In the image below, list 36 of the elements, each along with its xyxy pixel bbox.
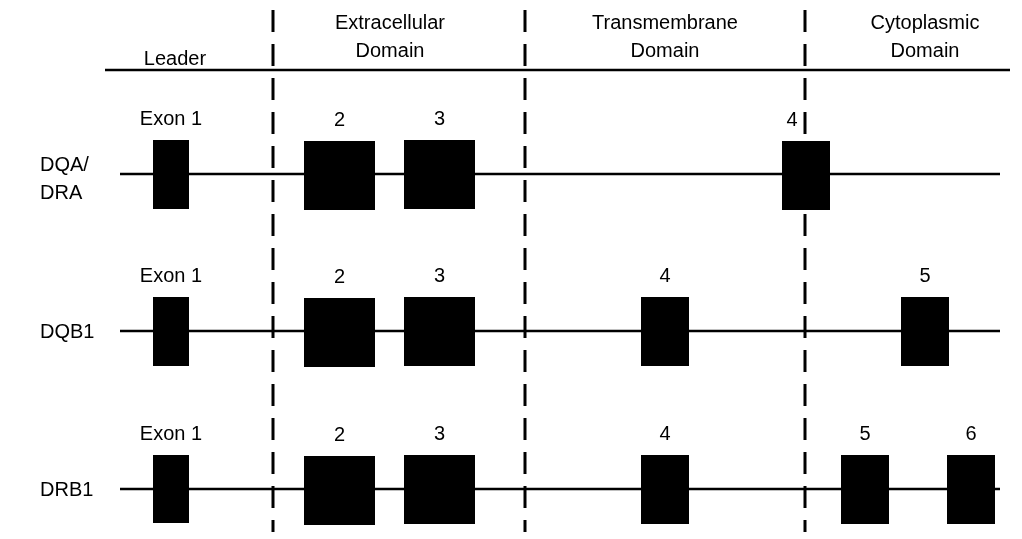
exon-box — [841, 455, 889, 524]
exon-box — [947, 455, 995, 524]
exon-label: 4 — [658, 263, 672, 288]
exon-label: Exon 1 — [138, 421, 204, 446]
exon-label: 2 — [332, 264, 347, 289]
column-header: Cytoplasmic Domain — [869, 10, 981, 63]
exon-label: 2 — [332, 422, 347, 447]
exon-label: Exon 1 — [138, 106, 204, 131]
exon-label: 3 — [432, 106, 447, 131]
exon-label: 3 — [432, 263, 447, 288]
exon-box — [641, 297, 689, 366]
gene-name: DQA/ DRA — [40, 152, 90, 205]
exon-box — [404, 140, 475, 209]
exon-label: 4 — [658, 421, 672, 446]
exon-box — [404, 455, 475, 524]
exon-label: 3 — [432, 421, 447, 446]
exon-box — [901, 297, 949, 366]
exon-box — [304, 298, 375, 367]
exon-label: 6 — [964, 421, 978, 446]
exon-label: Exon 1 — [138, 263, 204, 288]
exon-box — [153, 140, 189, 209]
exon-box — [782, 141, 830, 210]
column-header: Extracellular Domain — [333, 10, 446, 63]
exon-label: 5 — [918, 263, 932, 288]
exon-box — [304, 456, 375, 525]
exon-box — [304, 141, 375, 210]
exon-box — [404, 297, 475, 366]
exon-label: 5 — [858, 421, 872, 446]
exon-box — [641, 455, 689, 524]
column-header: Leader — [142, 46, 208, 71]
column-header: Transmembrane Domain — [591, 10, 739, 63]
gene-name: DRB1 — [40, 477, 95, 502]
exon-label: 2 — [332, 107, 347, 132]
gene-name: DQB1 — [40, 319, 96, 344]
exon-box — [153, 297, 189, 366]
exon-box — [153, 455, 189, 523]
